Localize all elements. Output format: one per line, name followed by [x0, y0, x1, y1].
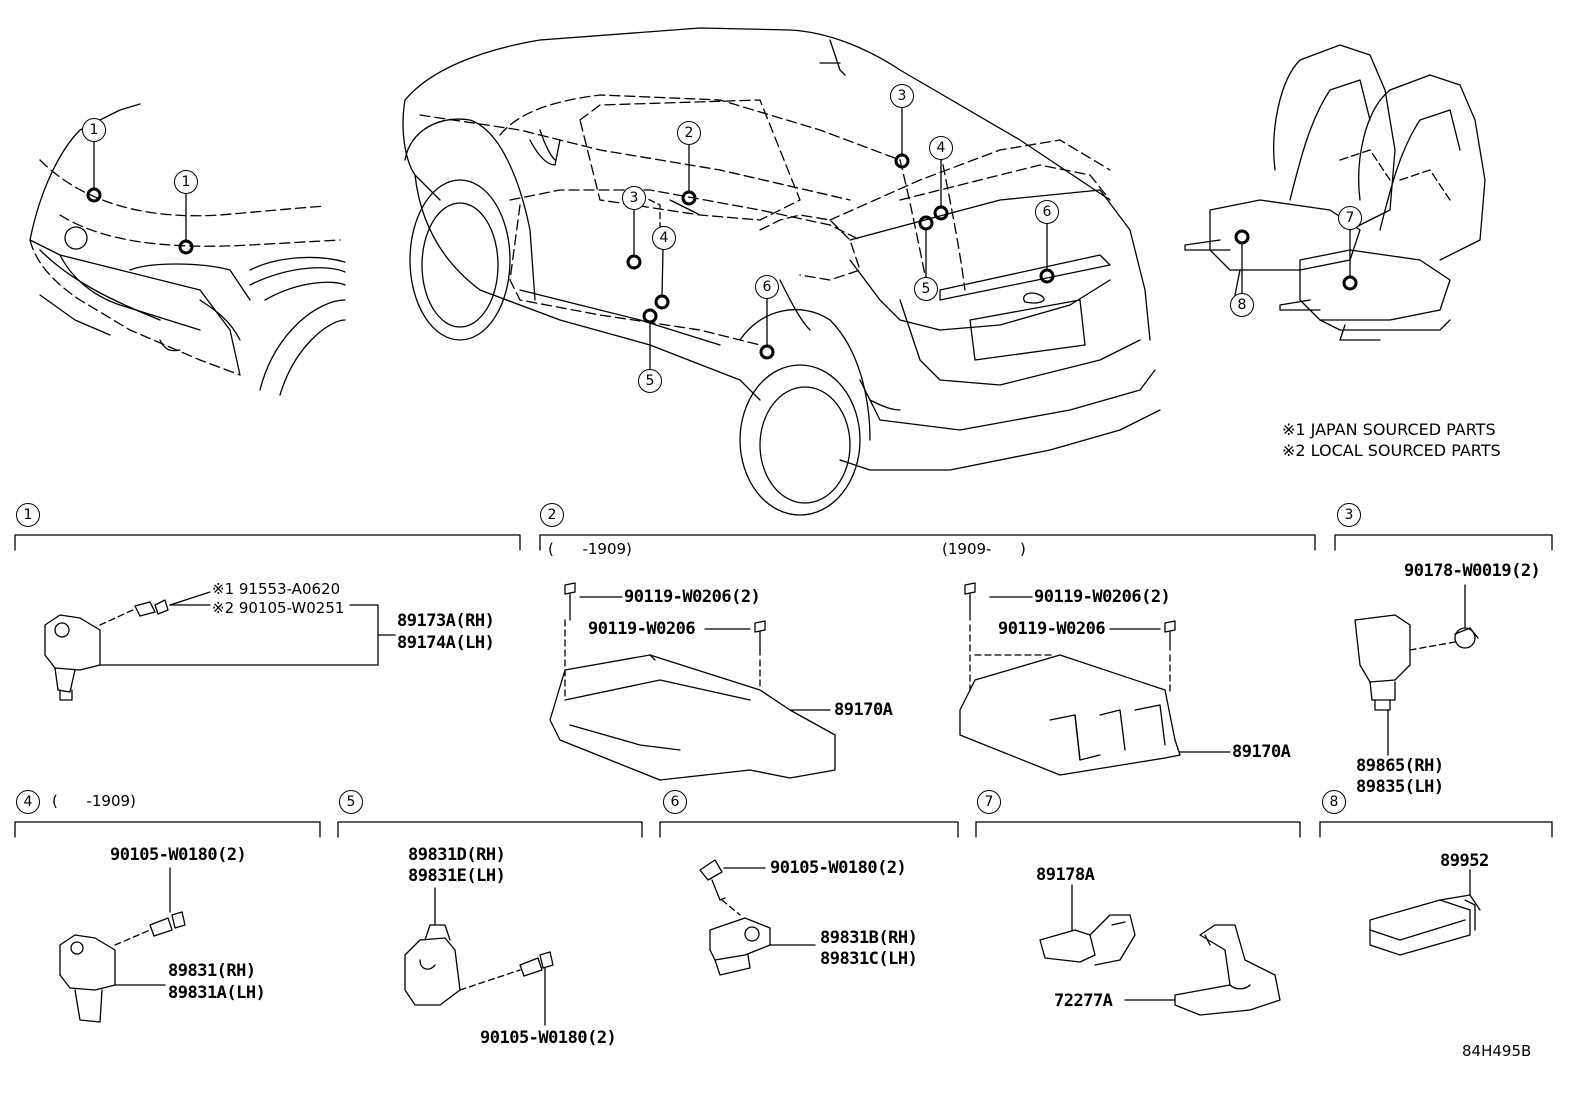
part-label: 89831(RH)	[168, 961, 256, 981]
section-brackets	[14, 534, 1553, 838]
part-label: 90105-W0180(2)	[110, 845, 247, 865]
section-number-2: 2	[540, 503, 564, 527]
part-label: 89831B(RH)	[820, 928, 918, 948]
section-number-7: 7	[977, 790, 1001, 814]
callout-dots	[86, 153, 1358, 360]
callout-circle: 6	[755, 275, 779, 299]
range-label: ( -1909)	[52, 792, 136, 810]
part-label: 89831E(LH)	[408, 866, 506, 886]
sensor-6-part	[699, 859, 816, 976]
part-label: 89178A	[1036, 865, 1095, 885]
section-number-8: 8	[1322, 790, 1346, 814]
callout-circle: 3	[622, 186, 646, 210]
part-label: 89170A	[1232, 742, 1291, 762]
part-label: 90105-W0180(2)	[770, 858, 907, 878]
callout-circle: 8	[1230, 293, 1254, 317]
part-label: ※1 91553-A0620	[212, 580, 341, 598]
footnote-local: ※2 LOCAL SOURCED PARTS	[1282, 441, 1501, 460]
callout-circle: 4	[929, 136, 953, 160]
callout-circle: 1	[82, 118, 106, 142]
callout-circle: 7	[1338, 206, 1362, 230]
section-number-4: 4	[16, 790, 40, 814]
callout-circle: 2	[677, 121, 701, 145]
part-label: 89831D(RH)	[408, 845, 506, 865]
callout-leaders	[93, 106, 1351, 371]
sensor-4-part	[59, 867, 186, 1023]
part-label: 89835(LH)	[1356, 777, 1444, 797]
airbag-module-left	[549, 582, 836, 781]
callout-circle: 6	[1035, 200, 1059, 224]
part-label: 90105-W0180(2)	[480, 1028, 617, 1048]
callout-circle: 5	[914, 277, 938, 301]
part-label: 89865(RH)	[1356, 756, 1444, 776]
seat-illustration	[1184, 44, 1486, 341]
part-label: ※2 90105-W0251	[212, 599, 345, 617]
part-label: 89831A(LH)	[168, 983, 266, 1003]
section-number-1: 1	[16, 503, 40, 527]
callout-circle: 1	[174, 170, 198, 194]
section-number-6: 6	[663, 790, 687, 814]
airbag-module-right	[959, 582, 1231, 776]
occupant-module-part	[1369, 869, 1481, 956]
side-sensor-part	[1354, 584, 1479, 756]
part-label: 89174A(LH)	[397, 633, 495, 653]
part-label: 89173A(RH)	[397, 611, 495, 631]
section-number-3: 3	[1337, 503, 1361, 527]
callout-circle: 5	[638, 369, 662, 393]
part-label: 72277A	[1054, 991, 1113, 1011]
part-label: 89952	[1440, 851, 1489, 871]
part-label: 90119-W0206(2)	[1034, 587, 1171, 607]
sensor-5-part	[404, 887, 554, 1026]
diagram-code: 84H495B	[1462, 1042, 1532, 1060]
car-illustration	[402, 27, 1161, 516]
part-label: 90178-W0019(2)	[1404, 561, 1541, 581]
range-label: ( -1909)	[548, 540, 632, 558]
seat-sensor-part	[1039, 884, 1281, 1016]
range-label: (1909- )	[942, 540, 1026, 558]
part-label: 90119-W0206	[998, 619, 1106, 639]
footnote-japan: ※1 JAPAN SOURCED PARTS	[1282, 420, 1496, 439]
section-number-5: 5	[339, 790, 363, 814]
callout-circle: 4	[652, 226, 676, 250]
front-view-illustration	[29, 103, 346, 396]
part-label: 90119-W0206(2)	[624, 587, 761, 607]
part-label: 90119-W0206	[588, 619, 696, 639]
sensor-front-part	[44, 591, 396, 701]
callout-circle: 3	[890, 84, 914, 108]
part-label: 89831C(LH)	[820, 949, 918, 969]
part-label: 89170A	[834, 700, 893, 720]
